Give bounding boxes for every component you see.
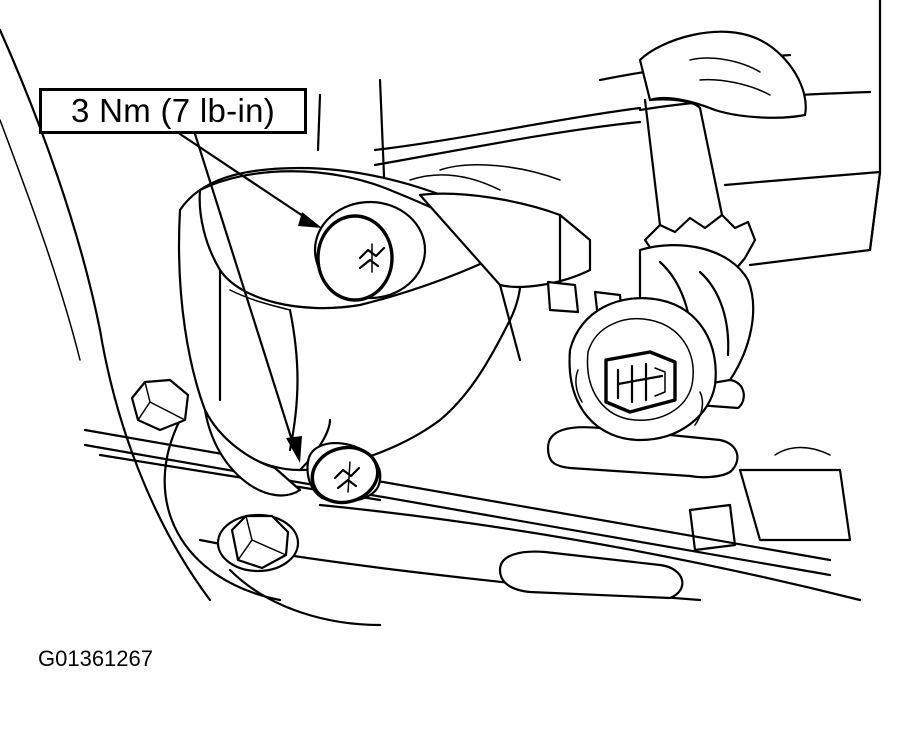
electrical-connector-icon (568, 213, 757, 442)
figure-id: G01361267 (38, 646, 153, 671)
left-hex-bolt (130, 378, 190, 432)
background-housing (0, 0, 882, 602)
upper-screw-head-icon (313, 200, 427, 302)
torque-label: 3 Nm (7 lb-in) (70, 92, 276, 129)
callout-leader-lines (178, 132, 322, 463)
wiring-harness (638, 30, 807, 227)
lower-screw-head-icon (306, 442, 382, 505)
lower-hex-bolt (216, 513, 300, 573)
mounting-rail (83, 366, 862, 627)
torque-callout: 3 Nm (7 lb-in) (39, 88, 307, 134)
